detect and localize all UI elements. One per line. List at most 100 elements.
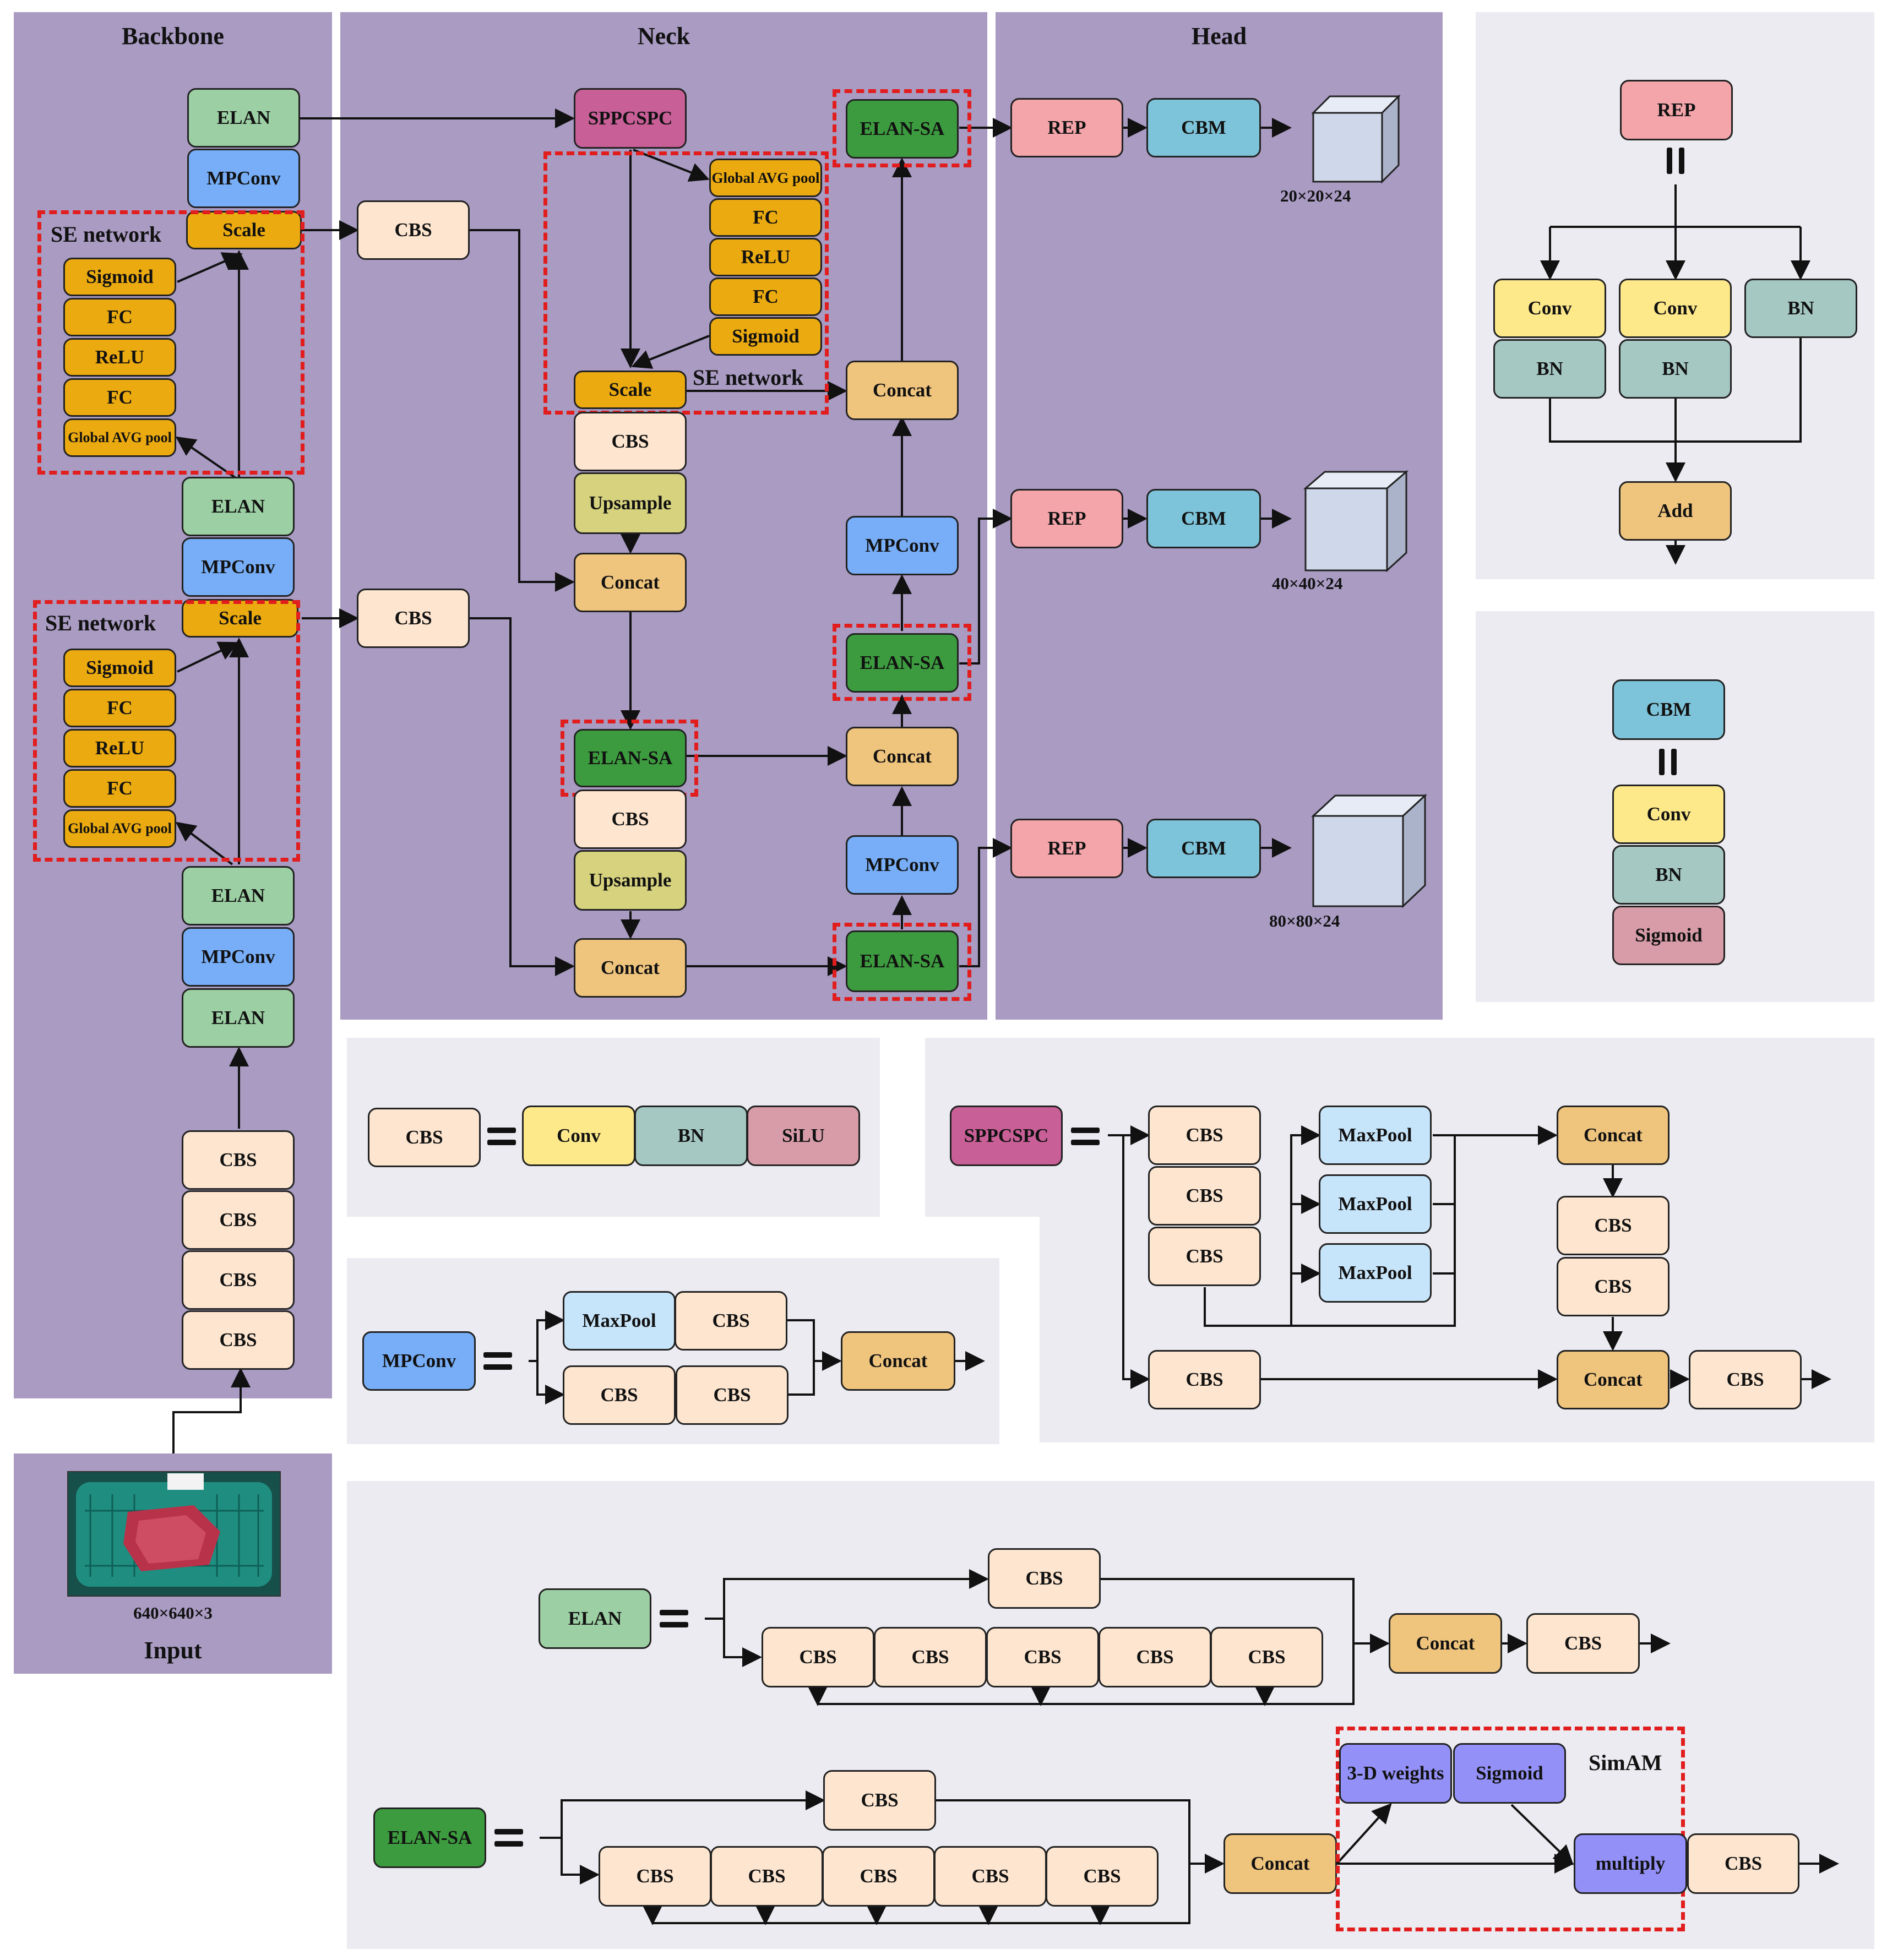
simam-highlight xyxy=(1336,1727,1685,1931)
backbone-se1-label: SE network xyxy=(51,222,162,247)
rep-legend-rep: REP xyxy=(1620,80,1733,140)
neck-cbs-up-2: CBS xyxy=(574,790,687,849)
backbone-mpconv-1: MPConv xyxy=(182,927,295,987)
backbone-se2-gap: Global AVG pool xyxy=(63,809,176,848)
elan-legend-cbs-5: CBS xyxy=(1210,1627,1323,1687)
backbone-se2-sigmoid: Sigmoid xyxy=(63,649,176,687)
neck-elansa-1: ELAN-SA xyxy=(574,729,687,787)
neck-mpconv-1: MPConv xyxy=(846,516,959,575)
backbone-se1-gap: Global AVG pool xyxy=(63,418,176,457)
spp-legend-maxpool-2: MaxPool xyxy=(1319,1174,1432,1234)
backbone-cbs-1: CBS xyxy=(182,1310,295,1370)
backbone-cbs-2: CBS xyxy=(182,1250,295,1310)
elansa-legend-cbs-1: CBS xyxy=(599,1846,711,1907)
neck-se-highlight xyxy=(543,151,829,415)
elansa-legend-cbs-out: CBS xyxy=(1687,1833,1799,1894)
input-title: Input xyxy=(144,1637,202,1664)
head-cbm-3: CBM xyxy=(1146,819,1261,878)
elansa-legend-cbs-5: CBS xyxy=(1046,1846,1159,1907)
head-title: Head xyxy=(1191,23,1247,50)
spp-legend-cbs-3: CBS xyxy=(1148,1227,1261,1286)
neck-concat-1: Concat xyxy=(574,553,687,612)
neck-concat-4: Concat xyxy=(846,727,959,786)
neck-elansa-3: ELAN-SA xyxy=(846,633,959,693)
spp-legend-cbs-5: CBS xyxy=(1557,1257,1670,1316)
neck-se-sigmoid: Sigmoid xyxy=(709,317,822,356)
neck-se-fc-2: FC xyxy=(709,277,822,316)
backbone-elan-3: ELAN xyxy=(182,477,295,536)
spp-legend-cbs-2: CBS xyxy=(1148,1166,1261,1226)
elan-legend-cbs-1: CBS xyxy=(762,1627,874,1687)
spp-legend-maxpool-1: MaxPool xyxy=(1319,1106,1432,1165)
backbone-se2-scale: Scale xyxy=(182,599,298,638)
elansa-legend-cbs-2: CBS xyxy=(710,1846,823,1907)
backbone-se1-scale: Scale xyxy=(186,211,302,249)
neck-elansa-4: ELAN-SA xyxy=(846,930,959,992)
cbm-legend-cbm: CBM xyxy=(1612,679,1725,740)
elan-legend-cbs-4: CBS xyxy=(1099,1627,1211,1687)
rep-legend-bn-1: BN xyxy=(1493,339,1606,399)
input-image xyxy=(67,1471,281,1597)
backbone-mpconv-3: MPConv xyxy=(187,149,300,208)
backbone-title: Backbone xyxy=(122,23,224,50)
spp-legend-cbs-7: CBS xyxy=(1689,1350,1802,1409)
output-size-80: 80×80×24 xyxy=(1269,911,1340,930)
mpconv-legend-cbs-2: CBS xyxy=(563,1365,676,1425)
simam-sigmoid: Sigmoid xyxy=(1453,1743,1566,1804)
head-cbm-1: CBM xyxy=(1146,98,1261,157)
backbone-cbs-4: CBS xyxy=(182,1130,295,1190)
neck-cbs-lateral-2: CBS xyxy=(357,589,470,648)
simam-3d-weights: 3-D weights xyxy=(1339,1743,1452,1804)
output-cube-80-icon xyxy=(1311,793,1427,908)
cbm-legend-equals-icon xyxy=(1659,749,1677,775)
backbone-se2-highlight xyxy=(33,600,300,862)
rep-legend-add: Add xyxy=(1619,481,1732,541)
mpconv-legend-maxpool: MaxPool xyxy=(563,1291,676,1351)
mpconv-legend-cbs-3: CBS xyxy=(676,1365,788,1425)
neck-cbs-up-1: CBS xyxy=(574,412,687,471)
backbone-se1-fc-1: FC xyxy=(63,298,176,336)
backbone-elan-4: ELAN xyxy=(187,88,300,148)
neck-se-fc-1: FC xyxy=(709,198,822,237)
backbone-elan-1: ELAN xyxy=(182,988,295,1048)
cbm-legend-bn: BN xyxy=(1612,845,1725,905)
elansa-legend-equals-icon xyxy=(494,1829,523,1847)
neck-cbs-lateral-1: CBS xyxy=(357,200,470,260)
rep-legend-conv-2: Conv xyxy=(1619,279,1732,338)
spp-legend-maxpool-3: MaxPool xyxy=(1319,1243,1432,1303)
neck-elansa-3-highlight xyxy=(833,624,971,701)
cbm-legend-conv: Conv xyxy=(1612,785,1725,844)
backbone-se1-sigmoid: Sigmoid xyxy=(63,258,176,296)
neck-se-label: SE network xyxy=(693,365,804,390)
output-cube-20-icon xyxy=(1311,94,1401,184)
rep-legend-bn-3: BN xyxy=(1744,279,1857,338)
tray-with-meat-image xyxy=(68,1472,280,1596)
elan-legend-cbs-top: CBS xyxy=(988,1548,1101,1609)
mpconv-legend-equals-icon xyxy=(483,1352,512,1370)
elansa-legend-cbs-top: CBS xyxy=(823,1770,936,1831)
elansa-legend-elansa: ELAN-SA xyxy=(373,1807,486,1868)
neck-elansa-1-highlight xyxy=(561,720,698,797)
spp-legend-concat-1: Concat xyxy=(1557,1106,1670,1165)
backbone-se2-fc-1: FC xyxy=(63,689,176,727)
rep-legend-bn-2: BN xyxy=(1619,339,1732,399)
simam-multiply: multiply xyxy=(1574,1833,1687,1894)
output-cube-40-icon xyxy=(1303,470,1409,573)
spp-legend-sppcspc: SPPCSPC xyxy=(950,1106,1063,1166)
rep-legend-equals-icon xyxy=(1667,148,1684,174)
elansa-legend-cbs-4: CBS xyxy=(934,1846,1047,1907)
cbs-legend-conv: Conv xyxy=(522,1106,635,1166)
cbs-legend-cbs: CBS xyxy=(368,1108,481,1167)
backbone-se2-relu: ReLU xyxy=(63,729,176,767)
mpconv-legend-mpconv: MPConv xyxy=(362,1331,476,1391)
spp-legend-cbs-6: CBS xyxy=(1148,1350,1261,1409)
neck-concat-2: Concat xyxy=(574,938,687,998)
output-size-40: 40×40×24 xyxy=(1272,574,1343,593)
neck-title: Neck xyxy=(637,23,690,50)
backbone-elan-2: ELAN xyxy=(182,866,295,925)
backbone-se1-highlight xyxy=(37,210,304,475)
spp-legend-cbs-1: CBS xyxy=(1148,1106,1261,1165)
elan-legend-cbs-2: CBS xyxy=(874,1627,987,1687)
cbs-legend-equals-icon xyxy=(487,1128,516,1145)
